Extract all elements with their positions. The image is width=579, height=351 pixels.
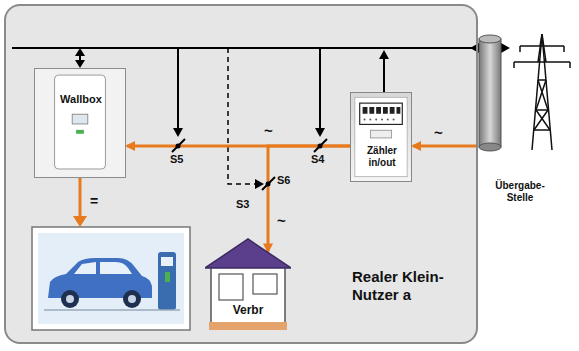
power-flow-arrow xyxy=(268,146,350,251)
node-illustration xyxy=(478,34,502,152)
node-label: Verbr xyxy=(209,303,287,317)
current-symbol: ~ xyxy=(434,124,443,141)
node-label: Realer Klein-Nutzer a xyxy=(352,268,476,304)
consumer-house: Verbr xyxy=(205,238,291,330)
power-flow-arrow xyxy=(413,145,478,148)
node-illustration xyxy=(35,69,125,177)
switch-label: S4 xyxy=(311,153,324,165)
node-label: Übergabe-Stelle xyxy=(490,180,550,204)
transfer-point: Übergabe-Stelle xyxy=(478,34,502,152)
current-symbol: = xyxy=(90,193,98,209)
user-panel: Realer Klein-Nutzer a WallboxZähler in/ou… xyxy=(4,4,478,344)
wallbox-box: Wallbox xyxy=(34,68,126,178)
switch-label: S3 xyxy=(236,198,249,210)
current-symbol: ~ xyxy=(277,212,286,229)
switch-label: S6 xyxy=(277,174,290,186)
meter-box: Zähler in/out xyxy=(350,92,412,182)
node-label: Zähler in/out xyxy=(357,145,407,169)
node-label: Wallbox xyxy=(39,93,123,106)
switch-label: S5 xyxy=(170,153,183,165)
current-symbol: ~ xyxy=(264,122,273,139)
